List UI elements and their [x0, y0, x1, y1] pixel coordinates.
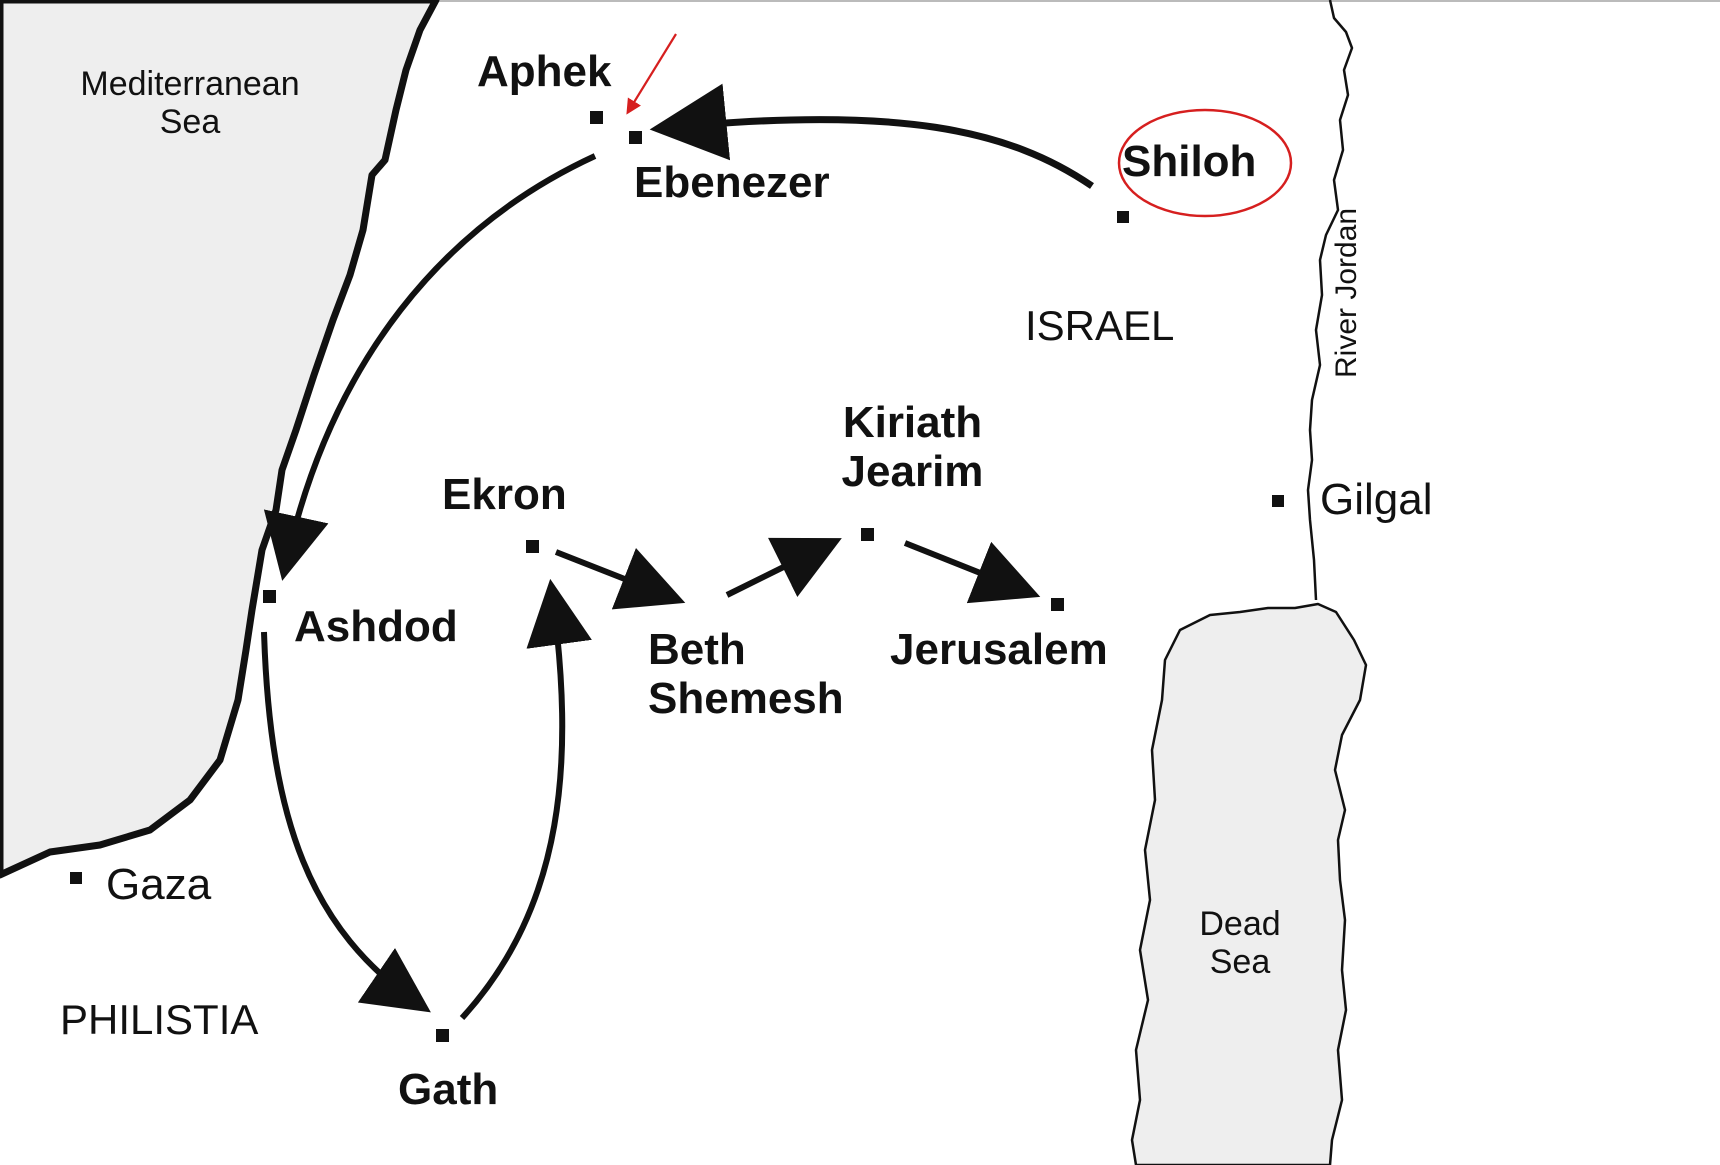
- gath-label: Gath: [398, 1065, 499, 1114]
- route-arrow-gath-ekron: [459, 578, 592, 1021]
- route-arrow-shiloh-ebenezer: [649, 83, 1094, 189]
- mediterranean-sea-label: Mediterranean Sea: [80, 65, 300, 142]
- beth-shemesh-label: Beth Shemesh: [648, 625, 844, 724]
- dead-sea-area: [1130, 602, 1368, 1165]
- gaza-marker: [70, 872, 82, 884]
- route-arrow-kiriathjearim-jerusalem: [903, 540, 1041, 604]
- ebenezer-label: Ebenezer: [634, 158, 830, 207]
- kiriath-jearim-marker: [861, 528, 874, 541]
- kiriath-jearim-label: Kiriath Jearim: [841, 398, 984, 497]
- shiloh-highlight-ellipse: [1117, 108, 1293, 218]
- shiloh-marker: [1117, 211, 1129, 223]
- jerusalem-label: Jerusalem: [890, 625, 1108, 674]
- philistia-region-label: PHILISTIA: [60, 996, 259, 1043]
- river-jordan-label: River Jordan: [1330, 207, 1363, 378]
- route-arrow-ashdod-gath: [261, 631, 431, 1013]
- shiloh-label: Shiloh: [1122, 137, 1257, 186]
- ebenezer-marker: [629, 131, 642, 144]
- mediterranean-sea-area: [0, 0, 440, 879]
- ashdod-label: Ashdod: [294, 602, 458, 651]
- gilgal-marker: [1272, 495, 1284, 507]
- dead-sea-label: Dead Sea: [1199, 905, 1281, 982]
- ekron-label: Ekron: [442, 470, 567, 519]
- aphek-marker: [590, 111, 603, 124]
- ekron-marker: [526, 540, 539, 553]
- ashdod-marker: [263, 590, 276, 603]
- gilgal-label: Gilgal: [1320, 475, 1433, 524]
- israel-region-label: ISRAEL: [1025, 302, 1175, 349]
- river-jordan-line: [1306, 0, 1354, 601]
- route-arrow-bethshemesh-kiriathjearim: [725, 537, 842, 598]
- jerusalem-marker: [1051, 598, 1064, 611]
- gath-marker: [436, 1029, 449, 1042]
- route-arrow-ebenezer-ashdod: [263, 153, 597, 581]
- annotation-red-arrow: [626, 33, 677, 115]
- aphek-label: Aphek: [477, 47, 612, 96]
- gaza-label: Gaza: [106, 860, 212, 909]
- route-arrow-ekron-bethshemesh: [554, 547, 686, 610]
